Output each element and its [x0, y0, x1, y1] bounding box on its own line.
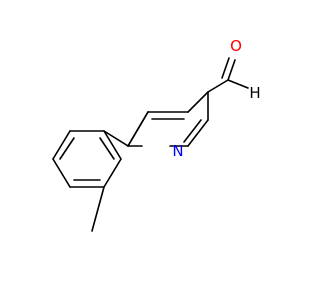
oxygen-atom-label: O — [230, 37, 242, 55]
background — [0, 0, 300, 300]
aldehyde-group — [207, 57, 249, 93]
tolyl-ring — [52, 130, 129, 188]
pyridine-ring — [127, 91, 209, 147]
hydrogen-atom-label: H — [249, 84, 260, 102]
methyl-bond — [91, 186, 105, 232]
nitrogen-atom-label: N — [172, 142, 183, 160]
structure-diagram: O H N — [0, 0, 300, 300]
